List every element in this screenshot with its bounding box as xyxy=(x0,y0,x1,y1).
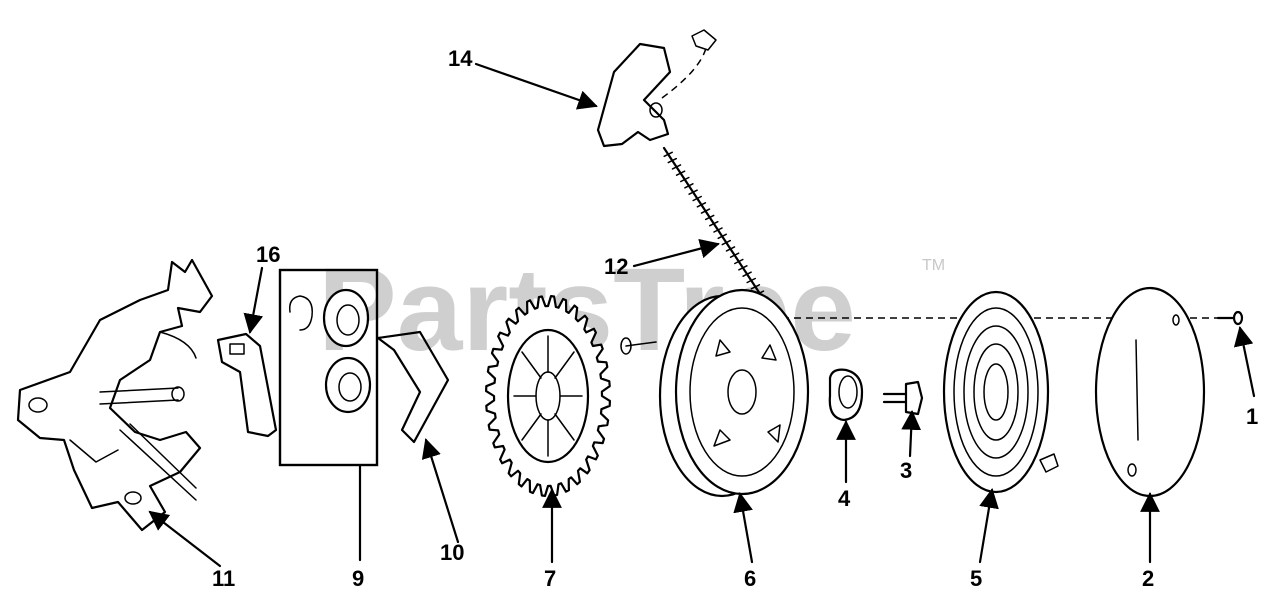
part-4-bushing xyxy=(828,368,864,422)
part-1-screw xyxy=(1216,310,1244,326)
callout-labels: 14 16 12 1 3 4 11 9 10 7 6 5 2 xyxy=(212,46,1258,591)
callout-4: 4 xyxy=(838,486,851,511)
leader-arrows xyxy=(148,62,1256,568)
part-9-kit xyxy=(278,268,379,467)
part-14-handle xyxy=(596,29,717,148)
leader-10 xyxy=(421,438,460,544)
leader-12 xyxy=(632,238,720,268)
callout-1: 1 xyxy=(1246,404,1258,429)
callout-16: 16 xyxy=(256,242,280,267)
callout-12: 12 xyxy=(604,254,628,279)
leader-6 xyxy=(733,492,754,564)
watermark-trademark: TM xyxy=(922,257,945,274)
part-12-rope xyxy=(662,146,774,314)
callout-11: 11 xyxy=(212,566,235,591)
callout-2: 2 xyxy=(1142,566,1154,591)
part-6-pulley xyxy=(620,288,810,498)
callout-6: 6 xyxy=(744,566,756,591)
part-5-spring xyxy=(942,290,1059,494)
leader-5 xyxy=(978,488,999,564)
leader-3 xyxy=(901,410,922,458)
callout-7: 7 xyxy=(544,566,556,591)
part-3-screw xyxy=(882,380,924,416)
callout-9: 9 xyxy=(352,566,364,591)
callout-14: 14 xyxy=(448,46,473,71)
leader-1 xyxy=(1233,326,1256,398)
leader-11 xyxy=(148,510,222,568)
callout-3: 3 xyxy=(900,458,912,483)
part-11-bracket xyxy=(16,258,214,532)
leader-14 xyxy=(474,62,598,110)
leader-16-a xyxy=(243,266,264,334)
callout-10: 10 xyxy=(440,540,464,565)
callout-5: 5 xyxy=(970,566,982,591)
part-10-spring xyxy=(376,330,450,444)
part-16-pawl xyxy=(216,332,278,438)
assembly-line-handle xyxy=(661,47,707,99)
part-7-gear xyxy=(485,295,611,497)
part-2-cover xyxy=(1094,286,1206,498)
